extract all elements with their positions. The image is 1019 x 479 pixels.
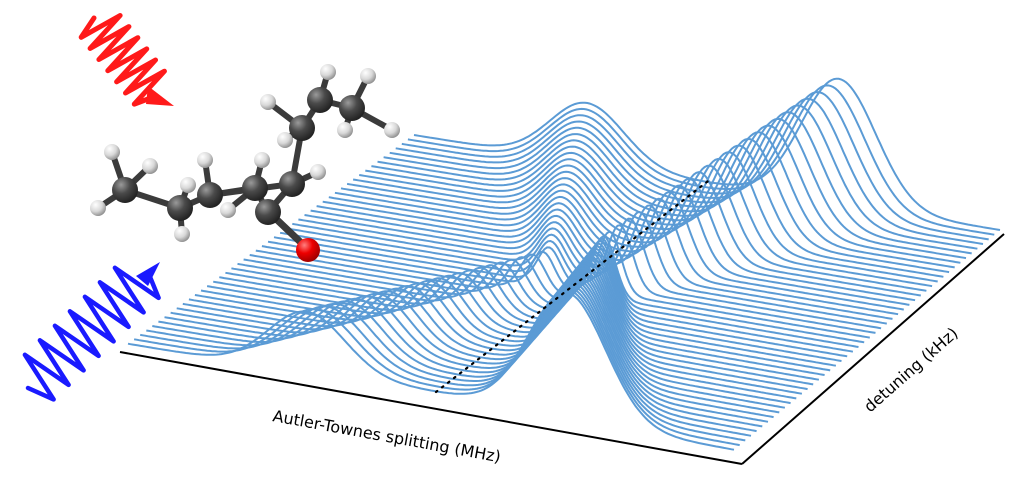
spectrum-trace	[206, 259, 808, 391]
spectrum-trace	[176, 271, 780, 414]
carbon-atom	[279, 171, 305, 197]
spectrum-trace	[231, 249, 831, 372]
spectrum-trace	[237, 247, 837, 367]
blue-wave-arrow-icon	[22, 262, 161, 402]
hydrogen-atom	[384, 122, 400, 138]
red-wave-arrow-icon	[78, 13, 174, 107]
spectrum-trace	[292, 210, 887, 325]
molecule-icon	[90, 64, 400, 262]
spectrum-trace	[340, 157, 933, 288]
carbon-atom	[307, 87, 333, 113]
hydrogen-atom	[277, 132, 293, 148]
spectrum-trace	[328, 171, 921, 297]
spectrum-trace	[200, 262, 803, 395]
carbon-atom	[289, 115, 315, 141]
side-axis	[741, 233, 1005, 465]
y-axis-label: detuning (kHz)	[860, 323, 962, 416]
spectrum-trace	[346, 151, 938, 283]
hydrogen-atom	[320, 64, 336, 80]
spectrum-trace	[225, 252, 825, 376]
hydrogen-atom	[174, 226, 190, 242]
spectrum-trace	[182, 269, 786, 409]
carbon-atom	[197, 182, 223, 208]
carbon-atom	[255, 199, 281, 225]
spectrum-trace	[213, 257, 814, 386]
spectrum-trace	[140, 286, 746, 442]
oxygen-atom	[296, 238, 320, 262]
hydrogen-atom	[360, 68, 376, 84]
front-axis	[119, 351, 743, 465]
hydrogen-atom	[337, 122, 353, 138]
spectrum-trace	[219, 254, 820, 381]
carbon-atom	[112, 177, 138, 203]
spectral-traces	[127, 77, 1001, 451]
hydrogen-atom	[197, 152, 213, 168]
hydrogen-atom	[260, 94, 276, 110]
hydrogen-atom	[104, 144, 120, 160]
hydrogen-atom	[142, 158, 158, 174]
spectrum-trace	[249, 242, 848, 358]
center-guide-line	[434, 176, 714, 394]
hydrogen-atom	[254, 152, 270, 168]
spectrum-trace	[170, 274, 774, 419]
hydrogen-atom	[180, 177, 196, 193]
spectrum-trace	[127, 291, 735, 451]
carbon-atom	[167, 195, 193, 221]
hydrogen-atom	[220, 202, 236, 218]
spectrum-trace	[243, 245, 842, 362]
hydrogen-atom	[90, 200, 106, 216]
hydrogen-atom	[310, 164, 326, 180]
spectrum-trace	[194, 264, 797, 400]
carbon-atom	[339, 95, 365, 121]
carbon-atom	[242, 175, 268, 201]
